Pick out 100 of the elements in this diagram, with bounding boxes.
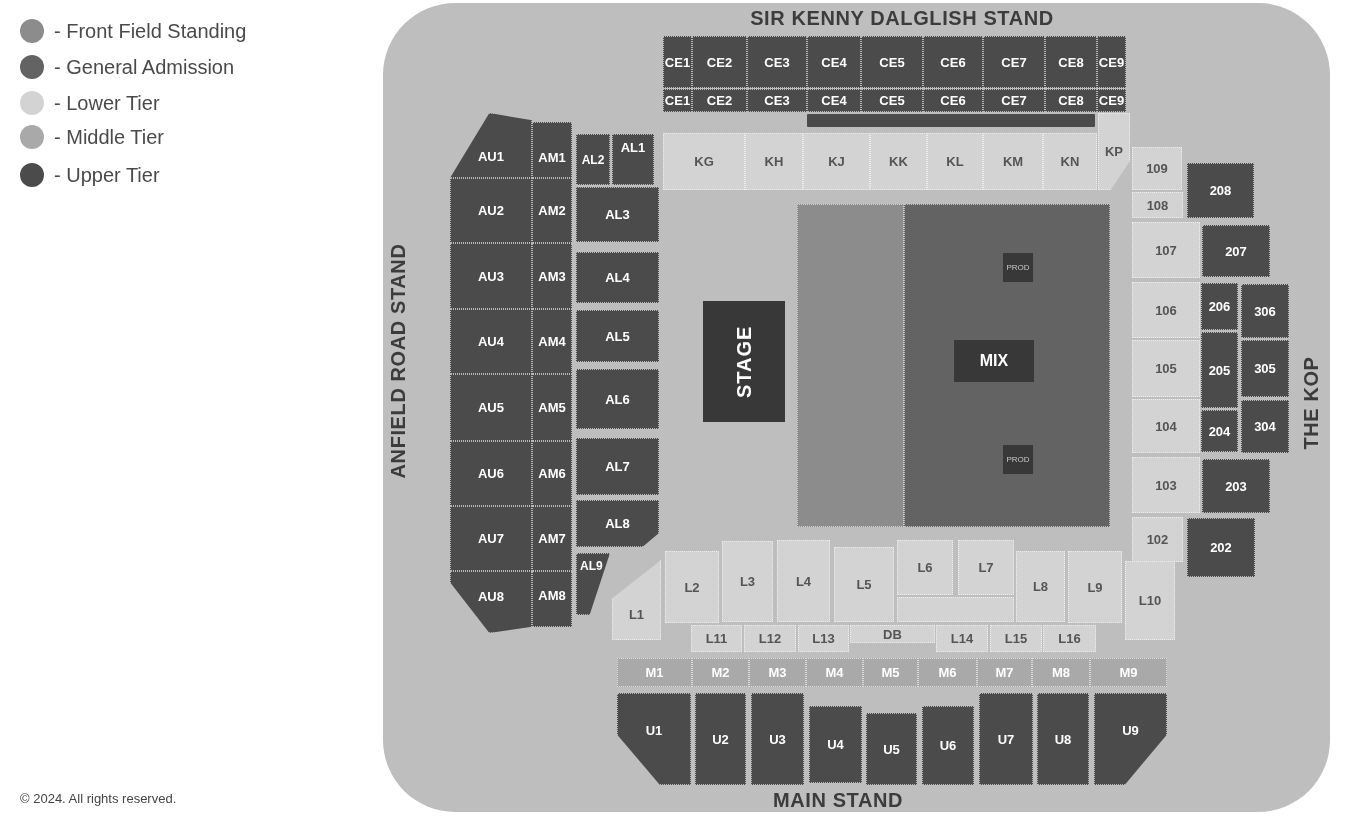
seating-section: 205: [1201, 332, 1238, 408]
seating-section: KH: [745, 133, 803, 190]
seating-section: AM6: [532, 441, 572, 506]
stand-name: MAIN STAND: [772, 790, 904, 810]
seating-section: U4: [809, 706, 862, 783]
seating-section: CE6: [923, 89, 983, 112]
seating-section: CE1: [663, 89, 692, 112]
seating-section: CE7: [983, 89, 1045, 112]
legend-label: - Upper Tier: [54, 165, 160, 185]
legend-label: - General Admission: [54, 57, 235, 77]
seating-section: L10: [1125, 561, 1175, 640]
seating-section: 207: [1202, 225, 1270, 277]
seating-section: CE3: [747, 89, 807, 112]
seating-section: U9: [1094, 693, 1167, 785]
seating-section: CE9: [1097, 36, 1126, 88]
seating-section: L8: [1016, 551, 1065, 622]
seating-section: 108: [1132, 192, 1183, 218]
seating-section: AU8: [450, 571, 532, 633]
seating-section: 105: [1132, 340, 1200, 397]
seating-section: 203: [1202, 459, 1270, 513]
seating-section: M5: [863, 658, 918, 687]
seating-block: [897, 597, 1014, 622]
stand-name: SIR KENNY DALGLISH STAND: [750, 8, 1054, 28]
seating-section: L15: [990, 625, 1042, 652]
seating-section: M3: [749, 658, 806, 687]
seating-section: CE8: [1045, 36, 1097, 88]
seating-section: AM3: [532, 243, 572, 309]
seating-section: L12: [744, 625, 796, 652]
stand-name: ANFIELD ROAD STAND: [388, 243, 408, 479]
seating-section: U1: [617, 693, 691, 785]
seating-section: KN: [1043, 133, 1097, 190]
seating-section: U3: [751, 693, 804, 785]
stage: STAGE: [703, 301, 785, 422]
seating-section: 204: [1201, 410, 1238, 452]
seating-section: AM8: [532, 571, 572, 627]
seating-section: KK: [870, 133, 927, 190]
seating-section: U6: [922, 706, 974, 785]
seating-section: AL3: [576, 187, 659, 242]
seating-section: L4: [777, 540, 830, 622]
seating-section: CE9: [1097, 89, 1126, 112]
seating-section: CE4: [807, 36, 861, 88]
production-area: PROD: [1003, 445, 1033, 474]
seating-section: 306: [1241, 284, 1289, 338]
general-admission-area: [904, 204, 1110, 527]
seating-section: AU6: [450, 441, 532, 506]
mix-position: MIX: [954, 340, 1034, 382]
seating-section: AU1: [450, 113, 532, 178]
seating-section: AL2: [576, 134, 610, 185]
seating-section: AU7: [450, 506, 532, 571]
seating-section: CE8: [1045, 89, 1097, 112]
seating-section: CE5: [861, 36, 923, 88]
seating-section: L3: [722, 541, 773, 622]
seating-section: M2: [692, 658, 749, 687]
standing-area: [797, 204, 904, 527]
seating-section: KP: [1098, 113, 1130, 190]
seating-section: CE2: [692, 36, 747, 88]
seating-section: AM7: [532, 506, 572, 571]
seating-section: L16: [1043, 625, 1096, 652]
seating-section: L9: [1068, 551, 1122, 623]
legend-label: - Lower Tier: [54, 93, 160, 113]
seating-section: CE1: [663, 36, 692, 88]
seating-section: M6: [918, 658, 977, 687]
seating-section: CE2: [692, 89, 747, 112]
seating-section: CE6: [923, 36, 983, 88]
seating-section: L7: [958, 540, 1014, 595]
seating-section: KL: [927, 133, 983, 190]
seating-section: AM4: [532, 309, 572, 374]
seating-section: L13: [798, 625, 849, 652]
seating-section: U7: [979, 693, 1033, 785]
seating-section: AU2: [450, 178, 532, 243]
seating-section: L2: [665, 551, 719, 623]
seating-section: 202: [1187, 518, 1255, 577]
seating-section: M4: [806, 658, 863, 687]
stadium-outline: [383, 3, 1330, 812]
seating-section: 304: [1241, 400, 1289, 453]
seating-section: AL6: [576, 369, 659, 429]
seating-section: AM5: [532, 374, 572, 441]
seating-section: AL4: [576, 252, 659, 303]
seating-section: M8: [1032, 658, 1090, 687]
seating-section: AL8: [576, 500, 659, 547]
seating-section: AM1: [532, 122, 572, 178]
seating-section: AL1: [612, 134, 654, 185]
seating-section: AL7: [576, 438, 659, 495]
production-area: PROD: [1003, 253, 1033, 282]
seating-section: L14: [936, 625, 988, 652]
seating-section: AL5: [576, 310, 659, 362]
seating-section: CE5: [861, 89, 923, 112]
seating-section: 106: [1132, 282, 1200, 338]
seating-section: M1: [617, 658, 692, 687]
seating-section: L11: [691, 625, 742, 652]
seating-section: 208: [1187, 163, 1254, 218]
seating-section: 107: [1132, 222, 1200, 278]
seating-section: DB: [850, 625, 935, 643]
seating-section: CE7: [983, 36, 1045, 88]
seating-section: AM2: [532, 178, 572, 243]
seating-section: L6: [897, 540, 953, 595]
seating-block: [807, 114, 1095, 127]
seating-section: 109: [1132, 147, 1182, 190]
seating-section: AU4: [450, 309, 532, 374]
seating-section: L1: [612, 560, 661, 640]
